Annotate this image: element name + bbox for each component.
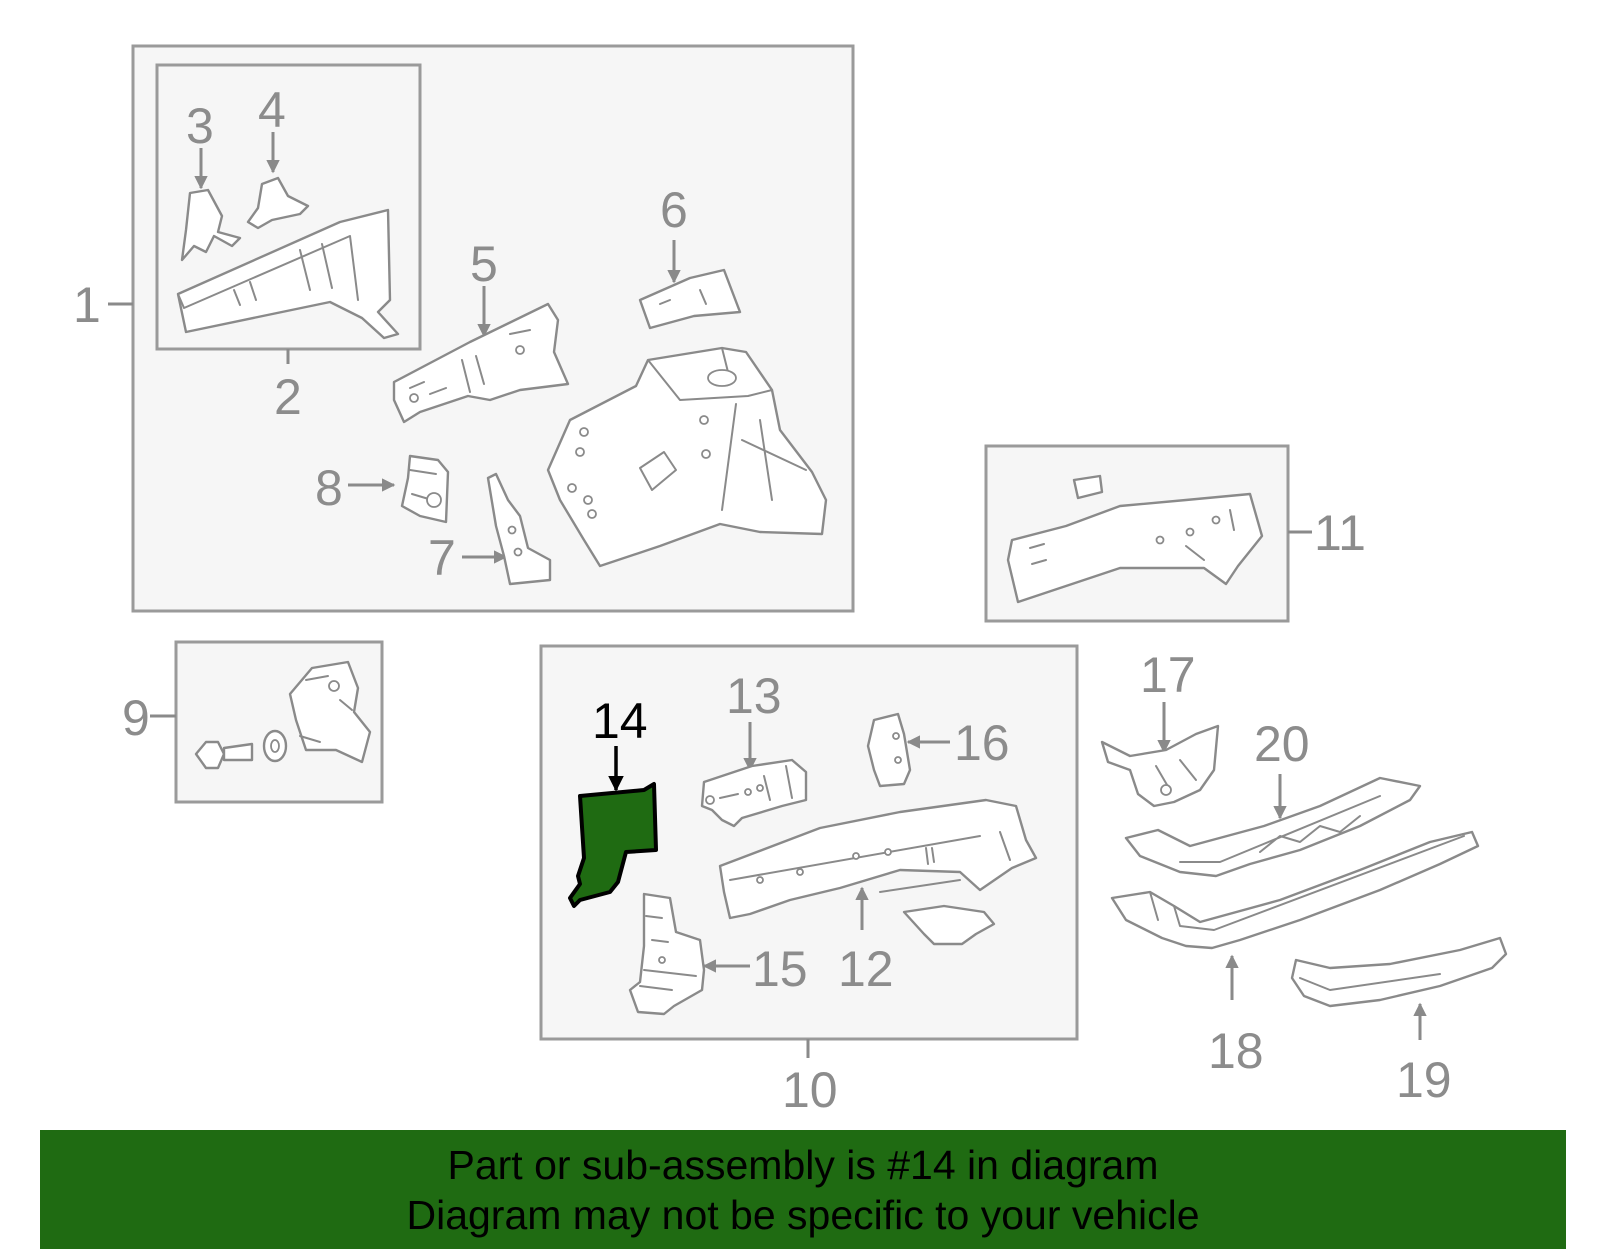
part-apron-hole (587, 509, 597, 519)
callout-9: 9 (122, 690, 150, 746)
part-11-hole (1155, 535, 1165, 545)
part-7-hole (513, 547, 523, 557)
callout-16: 16 (954, 715, 1010, 771)
part-11 (1006, 492, 1264, 604)
part-apron (546, 346, 828, 568)
part-12-bracket (902, 904, 996, 946)
part-19-detail (1299, 973, 1441, 991)
callout-14: 14 (592, 693, 648, 749)
part-20 (1124, 776, 1422, 878)
part-6 (638, 268, 742, 330)
callout-2: 2 (274, 369, 302, 425)
part-14-highlighted (568, 782, 658, 908)
part-9-washer-hole (270, 739, 280, 753)
part-7-hole (507, 525, 517, 535)
part-9-hole (328, 680, 340, 692)
part-13-hole (756, 784, 764, 792)
part-5-detail (409, 329, 531, 395)
part-5 (392, 302, 570, 424)
part-9-bracket-detail (299, 675, 353, 743)
callout-5: 5 (470, 236, 498, 292)
part-12-hole (796, 868, 804, 876)
part-apron-hole (567, 483, 577, 493)
part-5-hole (515, 345, 525, 355)
part-15-hole (658, 956, 666, 964)
part-17-hole (1160, 784, 1172, 796)
part-11-hole (1211, 515, 1221, 525)
part-20-detail (1179, 795, 1381, 863)
part-apron-hole (707, 369, 737, 387)
callout-8: 8 (315, 460, 343, 516)
info-banner: Part or sub-assembly is #14 in diagram D… (40, 1130, 1566, 1249)
banner-line-part: Part or sub-assembly is #14 in diagram (447, 1142, 1159, 1188)
part-apron-hole (579, 427, 589, 437)
callout-1: 1 (73, 277, 101, 333)
part-18-detail (1149, 835, 1465, 931)
part-apron-hole (583, 495, 593, 505)
part-19 (1290, 936, 1508, 1008)
callout-3: 3 (186, 98, 214, 154)
part-apron-hole (575, 447, 585, 457)
callout-18: 18 (1208, 1023, 1264, 1079)
part-4 (246, 176, 310, 230)
part-apron-hole (701, 449, 711, 459)
part-18 (1110, 830, 1480, 950)
callout-11: 11 (1314, 505, 1366, 561)
part-13-hole (744, 788, 752, 796)
part-5-hole (409, 393, 419, 403)
part-6-detail (659, 289, 707, 305)
callout-15: 15 (752, 941, 808, 997)
part-9-bolt-shank (222, 742, 254, 762)
part-16-hole (894, 756, 902, 764)
part-8-hole (426, 492, 442, 508)
callout-7: 7 (428, 530, 456, 586)
part-apron-detail (639, 347, 807, 511)
part-apron-hole (699, 415, 709, 425)
part-12-hole (852, 852, 860, 860)
part-12-hole (756, 876, 764, 884)
callout-6: 6 (660, 182, 688, 238)
part-7 (486, 472, 552, 586)
callout-20: 20 (1254, 716, 1310, 772)
callout-10: 10 (782, 1062, 838, 1118)
part-2-detail (177, 235, 359, 309)
part-15 (628, 892, 706, 1016)
banner-line-disclaimer: Diagram may not be specific to your vehi… (406, 1192, 1200, 1238)
part-3 (180, 188, 242, 262)
part-17 (1100, 724, 1220, 808)
part-11-detail (1029, 509, 1235, 565)
part-13-hole (705, 795, 715, 805)
callout-4: 4 (258, 82, 286, 138)
part-16-hole (892, 732, 900, 740)
part-16 (866, 712, 912, 788)
part-13 (700, 758, 808, 828)
part-11-clip (1072, 474, 1104, 500)
callout-13: 13 (726, 668, 782, 724)
part-11-hole (1185, 527, 1195, 537)
part-12 (718, 798, 1038, 920)
callout-19: 19 (1396, 1052, 1452, 1108)
part-13-detail (719, 765, 793, 801)
part-12-hole (884, 848, 892, 856)
part-2 (176, 208, 400, 340)
callout-12: 12 (838, 941, 894, 997)
callout-17: 17 (1140, 647, 1196, 703)
part-15-detail (639, 915, 697, 991)
part-9-bracket (288, 660, 372, 764)
